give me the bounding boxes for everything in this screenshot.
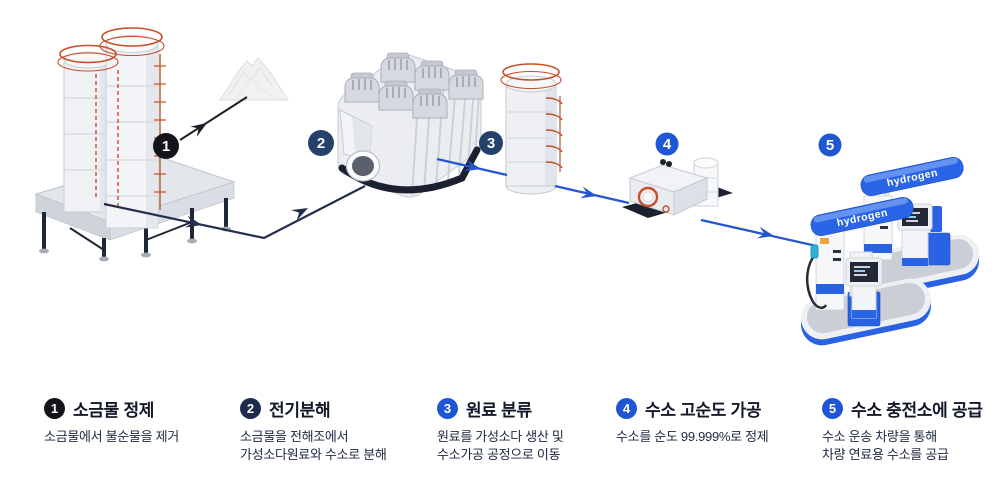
svg-text:3: 3 — [487, 135, 495, 152]
diagram-marker-2: 2 — [308, 130, 334, 156]
hydrogen-station-front: hydrogen — [800, 196, 932, 346]
step-4-badge: 4 — [616, 398, 637, 419]
svg-text:5: 5 — [826, 137, 834, 154]
legend-step-2: 2 전기분해 소금물을 전해조에서 가성소다원료와 수소로 분해 — [240, 396, 435, 464]
legend-step-5: 5 수소 충전소에 공급 수소 운송 차량을 통해 차량 연료용 수소를 공급 — [822, 396, 1000, 464]
step-1-description: 소금물에서 불순물을 제거 — [44, 429, 179, 444]
nozzle — [810, 244, 819, 259]
step-5-description: 수소 운송 차량을 통해 차량 연료용 수소를 공급 — [822, 429, 949, 462]
separation-tank-illustration — [500, 63, 563, 195]
step-5-title: 수소 충전소에 공급 — [851, 401, 983, 420]
step-4-description: 수소를 순도 99.999%로 정제 — [616, 429, 769, 444]
diagram-markers: 1 2 3 4 5 — [153, 130, 842, 159]
diagram-marker-3: 3 — [479, 131, 503, 155]
dispenser-front — [805, 227, 845, 311]
brine-flow-arrow — [103, 185, 366, 240]
diagram-marker-4: 4 — [655, 132, 679, 156]
fuel-hose — [805, 251, 828, 309]
salt-pile — [219, 57, 289, 101]
platform-legs — [42, 198, 228, 258]
step-2-title: 전기분해 — [269, 401, 331, 420]
legend-step-1: 1 소금물 정제 소금물에서 불순물을 제거 — [44, 396, 239, 446]
compressor-illustration — [622, 157, 733, 218]
step-3-badge: 3 — [437, 398, 458, 419]
svg-text:2: 2 — [317, 135, 325, 152]
hydrogen-flow-arrows — [436, 157, 831, 251]
silo-front — [105, 35, 159, 229]
step-5-badge: 5 — [822, 398, 843, 419]
salt-feed-arrow — [179, 96, 248, 141]
legend-step-4: 4 수소 고순도 가공 수소를 순도 99.999%로 정제 — [616, 396, 811, 446]
payment-screen-front — [845, 257, 883, 319]
legend-step-3: 3 원료 분류 원료를 가성소다 생산 및 수소가공 공정으로 이동 — [437, 396, 632, 464]
diagram-marker-1: 1 — [153, 133, 179, 159]
step-4-title: 수소 고순도 가공 — [645, 401, 762, 420]
step-1-title: 소금물 정제 — [73, 401, 155, 420]
tank-railing — [500, 63, 563, 172]
process-illustration: hydrogen — [34, 27, 980, 346]
step-1-badge: 1 — [44, 398, 65, 419]
step-2-description: 소금물을 전해조에서 가성소다원료와 수소로 분해 — [240, 429, 387, 462]
step-3-description: 원료를 가성소다 생산 및 수소가공 공정으로 이동 — [437, 429, 564, 462]
step-2-badge: 2 — [240, 398, 261, 419]
svg-text:4: 4 — [663, 136, 672, 153]
step-3-title: 원료 분류 — [466, 401, 532, 420]
diagram-marker-5: 5 — [818, 133, 842, 157]
svg-text:1: 1 — [162, 138, 170, 155]
canopy-back: hydrogen — [860, 156, 964, 197]
canopy-front: hydrogen — [810, 196, 914, 237]
brine-tanks-illustration — [34, 27, 236, 262]
